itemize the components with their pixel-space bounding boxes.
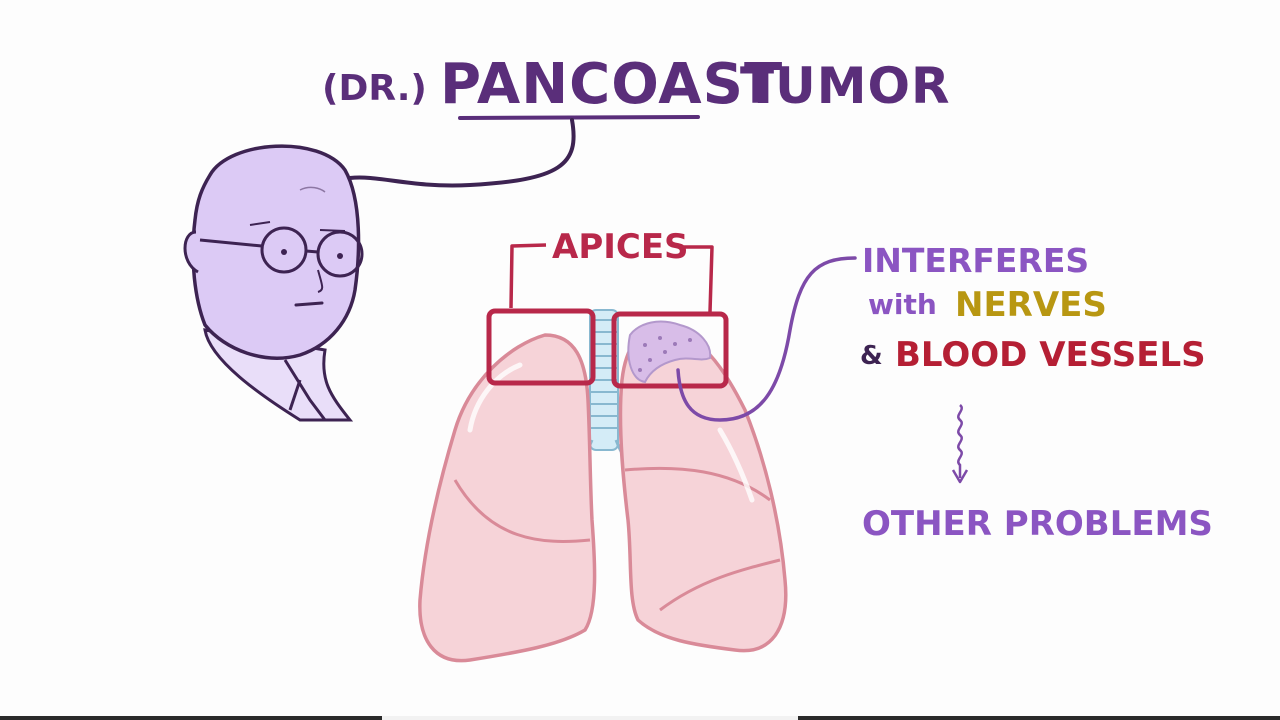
glasses-right-lens [316, 230, 364, 278]
dr-pancoast-portrait [183, 144, 364, 422]
squiggly-arrow [957, 404, 963, 478]
title-connector-line [348, 118, 576, 188]
bottom-bar [0, 716, 1280, 720]
other-problems-text: OTHER PROBLEMS [862, 504, 1213, 544]
ampersand-text: & [860, 341, 883, 371]
left-lung [418, 333, 597, 663]
apices-bracket-right [684, 245, 714, 313]
interferes-text: INTERFERES [862, 241, 1089, 280]
arrow-head-icon [951, 469, 969, 484]
title-suffix: TUMOR [740, 57, 950, 115]
ear [183, 230, 199, 274]
apices-bracket-left [509, 243, 547, 309]
bottom-bar-segment [382, 716, 798, 720]
title-main: PANCOAST [440, 52, 783, 117]
with-text: with [868, 288, 937, 321]
lungs-illustration [418, 308, 788, 663]
glasses-left-lens [260, 226, 308, 274]
title-underline [458, 115, 700, 120]
blood-vessels-text: BLOOD VESSELS [895, 335, 1206, 375]
annotation-connector-line [676, 256, 857, 422]
apices-label: APICES [552, 227, 689, 267]
head [191, 144, 361, 360]
tumor [627, 320, 712, 384]
nerves-text: NERVES [955, 285, 1107, 325]
apex-box-left [486, 308, 596, 386]
title-prefix: (DR.) [322, 68, 427, 109]
apex-box-right [611, 311, 729, 389]
